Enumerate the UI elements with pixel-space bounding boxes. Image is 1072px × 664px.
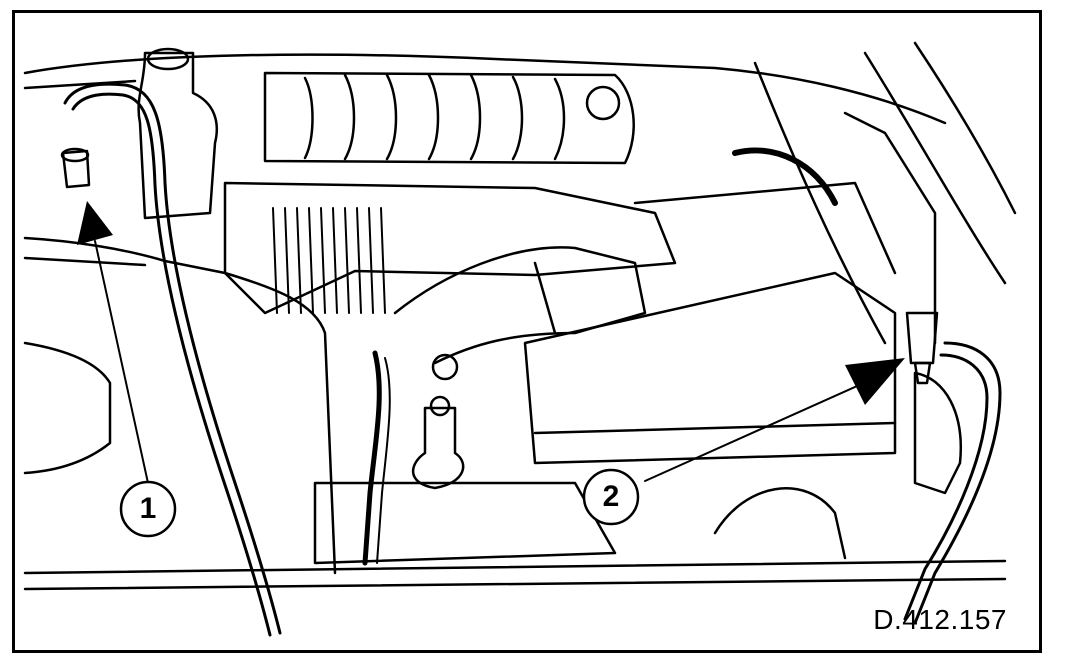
hose-connector-left <box>61 149 91 189</box>
sensor-bolt <box>431 353 459 381</box>
air-intake-hose <box>393 246 647 365</box>
engine-block-lower <box>313 481 617 565</box>
oil-filler-neck <box>411 406 465 490</box>
front-crossmember-lower <box>23 577 1007 591</box>
plenum-fins <box>272 207 386 314</box>
filler-cap <box>585 85 621 121</box>
leader-line-1 <box>94 240 149 484</box>
hose-connector-left-cap <box>60 147 90 163</box>
engine-bay-diagram: 1 2 D.412.157 <box>12 10 1042 653</box>
callout-label-1: 1 <box>139 492 157 525</box>
right-panel-line-a <box>753 61 887 345</box>
upper-panel-line <box>23 79 137 90</box>
oil-cap <box>429 395 451 417</box>
reservoir-cap <box>146 47 190 71</box>
port-fitting <box>913 361 932 385</box>
arrowhead-2 <box>845 358 905 405</box>
left-fender <box>23 341 112 475</box>
figure-reference-code: D.412.157 <box>873 604 1007 635</box>
leader-line-2 <box>644 377 876 482</box>
callout-circle-2 <box>582 468 640 526</box>
fuel-pressure-port <box>905 311 939 365</box>
reservoir-bottle <box>137 51 219 220</box>
right-panel-line-c <box>913 41 1017 215</box>
intake-manifold <box>263 71 635 165</box>
arrowhead-1 <box>77 201 113 245</box>
filter-box-top <box>633 181 897 275</box>
pipe-left-inner <box>376 357 391 564</box>
air-filter-box <box>523 271 897 465</box>
right-lower-housing <box>913 371 963 495</box>
plenum-body <box>223 181 677 315</box>
callout-label-2: 2 <box>602 480 620 513</box>
test-hose-right <box>903 341 1002 625</box>
front-crossmember <box>23 559 1007 575</box>
bonnet-outline <box>23 53 947 125</box>
hose-clamp <box>533 261 557 335</box>
right-strut-panel <box>843 111 937 345</box>
pipe-left <box>362 350 382 566</box>
right-panel-line-b <box>863 51 1007 285</box>
right-wheel-arch <box>713 487 847 560</box>
filter-lid-line <box>533 421 897 435</box>
engine-illustration <box>23 41 1017 637</box>
callout-circle-1 <box>119 480 177 538</box>
right-hose <box>732 147 838 206</box>
left-inner-line <box>23 256 147 267</box>
test-hose-left <box>63 82 282 637</box>
